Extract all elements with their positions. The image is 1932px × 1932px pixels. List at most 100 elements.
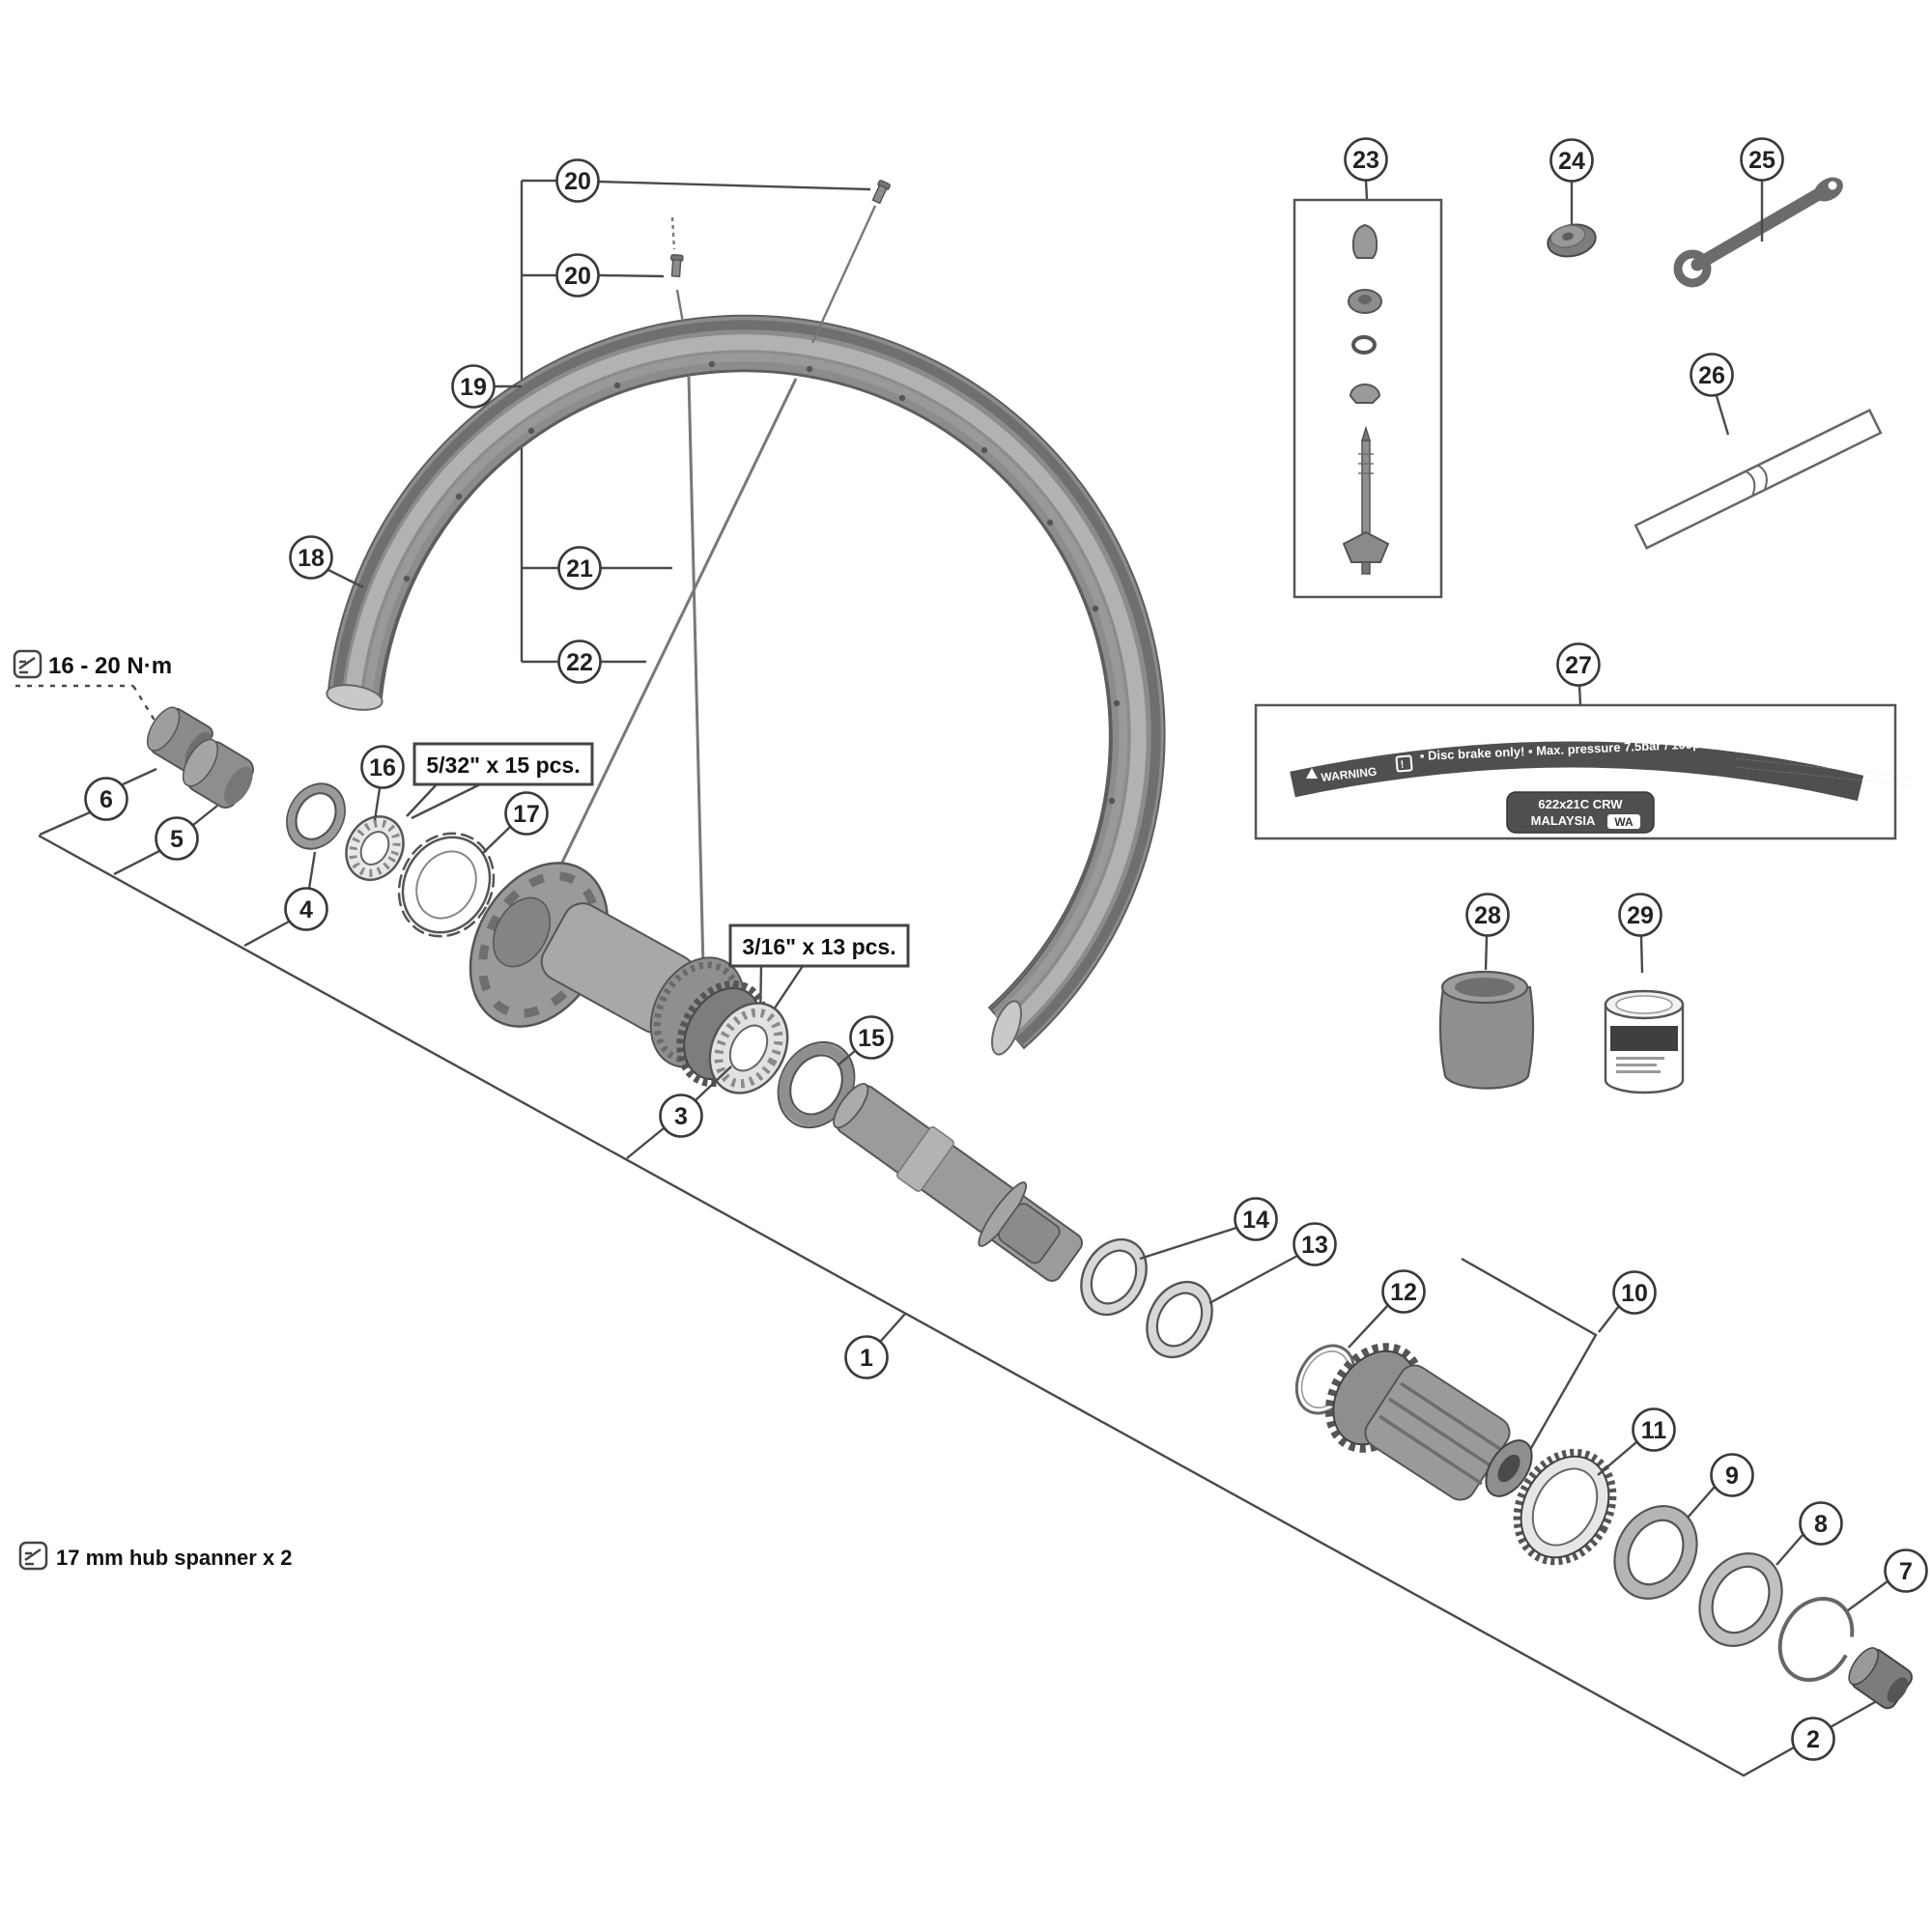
callout-4-leader (307, 851, 317, 890)
callout-28-number: 28 (1474, 902, 1501, 929)
callout-13: 13 (1208, 1222, 1337, 1305)
valve-stem (1342, 425, 1390, 575)
spokes (543, 205, 877, 969)
callout-9: 9 (1687, 1453, 1754, 1519)
callout-3-number: 3 (674, 1103, 688, 1130)
rim-end-right (990, 1000, 1023, 1056)
spoke-nipple-lower (670, 254, 684, 278)
size-label-badge-box (1607, 814, 1640, 829)
callout-29-number: 29 (1627, 902, 1654, 929)
callout-2-circle (1791, 1717, 1835, 1761)
callout-2-number: 2 (1806, 1726, 1820, 1753)
callout-13-leader (1208, 1254, 1298, 1305)
callout-25-number: 25 (1748, 147, 1776, 174)
wrench-ring-end (1673, 249, 1712, 288)
callout-24-circle (1549, 138, 1594, 183)
callout-1: 1 (844, 1313, 906, 1379)
callout-14-leader (1139, 1226, 1237, 1261)
callout-19-number: 19 (460, 374, 487, 401)
callout-20-number: 20 (564, 263, 591, 290)
callout-7: 7 (1847, 1548, 1928, 1611)
ball-retainer-part3 (708, 1002, 789, 1094)
callout-6-leader (122, 767, 157, 786)
rim-spoke-holes (403, 360, 1121, 805)
spanner-icon-glyph (24, 1548, 42, 1566)
spanner-note: 17 mm hub spanner x 2 (18, 1541, 293, 1571)
callout-4: 4 (243, 851, 328, 948)
callout-19-circle (451, 364, 496, 409)
spoke-nipple-top (871, 180, 891, 205)
callout-8-leader (1776, 1534, 1804, 1566)
callout-22-number: 22 (566, 649, 593, 676)
callout-1-leader (880, 1313, 906, 1342)
spoke-count-box-left: 5/32" x 15 pcs. (412, 742, 594, 786)
callout-20-circle (555, 158, 600, 203)
callout-16-circle (360, 745, 405, 789)
warning-label-part27: WARNING ! ▪ Disc brake only! ▪ Max. pres… (1254, 703, 1913, 840)
callout-21-circle (557, 546, 602, 590)
wheel-rim (326, 314, 1166, 1056)
spoke-crossing (543, 378, 798, 899)
axle-assembly-bracket (38, 834, 1885, 1777)
callout-4-leader (243, 920, 290, 948)
callout-13-number: 13 (1301, 1232, 1328, 1259)
callout-18-circle (289, 535, 333, 580)
callout-29-leader (1639, 935, 1644, 974)
callout-14: 14 (1139, 1197, 1278, 1261)
callout-11: 11 (1597, 1407, 1676, 1476)
callout-23-leader (1364, 180, 1369, 200)
snap-ring-part7 (1777, 1596, 1855, 1683)
seal-ring-part4 (286, 782, 346, 850)
callout-16-number: 16 (369, 754, 396, 781)
callout-5-leader (113, 849, 160, 876)
callout-4-circle (284, 887, 328, 931)
callout-15: 15 (837, 1015, 894, 1066)
torque-wrench-icon-glyph (18, 656, 36, 674)
axle-part1 (833, 1083, 1083, 1282)
callout-1-number: 1 (860, 1345, 873, 1372)
callout-1-circle (844, 1335, 889, 1379)
rim-tape-part26 (1634, 409, 1883, 550)
rim-end-left (326, 684, 384, 711)
nipple-to-rim-line-2 (810, 205, 877, 344)
callout-16: 16 (360, 745, 405, 821)
spoke-centerline (670, 216, 676, 250)
spoke-vertical (687, 376, 705, 969)
callout-12: 12 (1348, 1269, 1426, 1349)
callout-15-circle (849, 1015, 894, 1060)
callout-11-leader (1597, 1441, 1637, 1476)
callout-2: 2 (1791, 1717, 1835, 1761)
nipple-to-rim-line (675, 289, 685, 324)
valve-kit-part23 (1293, 198, 1443, 599)
callout-12-leader (1348, 1304, 1389, 1349)
spoke-box-left-tail (406, 782, 481, 820)
callout-14-circle (1234, 1197, 1278, 1241)
callout-11-number: 11 (1641, 1417, 1667, 1444)
callout-23-circle (1344, 137, 1388, 182)
spanner-note-text: 17 mm hub spanner x 2 (56, 1546, 293, 1570)
callout-5: 5 (113, 805, 218, 876)
callout-28-leader (1484, 935, 1489, 971)
size-label-badge: WA (1614, 815, 1634, 829)
callout-8-circle (1799, 1501, 1843, 1546)
valve-cap (1349, 384, 1381, 404)
spoke-box-right-text: 3/16" x 13 pcs. (742, 934, 895, 959)
freehub-body (1324, 1343, 1533, 1501)
callout-5-number: 5 (170, 826, 184, 853)
callout-17: 17 (481, 791, 549, 855)
washer-part8 (1698, 1552, 1783, 1647)
callout-23: 23 (1344, 137, 1388, 200)
axle-nut-part24 (1547, 223, 1597, 258)
valve-o-ring (1351, 335, 1377, 355)
warning-strip (1290, 741, 1864, 802)
jar-label-band (1610, 1026, 1678, 1051)
callout-4-number: 4 (299, 896, 313, 923)
callout-26: 26 (1690, 353, 1734, 436)
torque-note-text: 16 - 20 N·m (48, 653, 172, 679)
warning-word: WARNING (1321, 765, 1378, 784)
size-label-line2: MALAYSIA (1531, 813, 1596, 828)
callout-22: 22 (522, 639, 646, 684)
callout-5-leader (192, 805, 218, 826)
callout-8-number: 8 (1814, 1511, 1828, 1538)
callout-6-leader (39, 810, 91, 837)
